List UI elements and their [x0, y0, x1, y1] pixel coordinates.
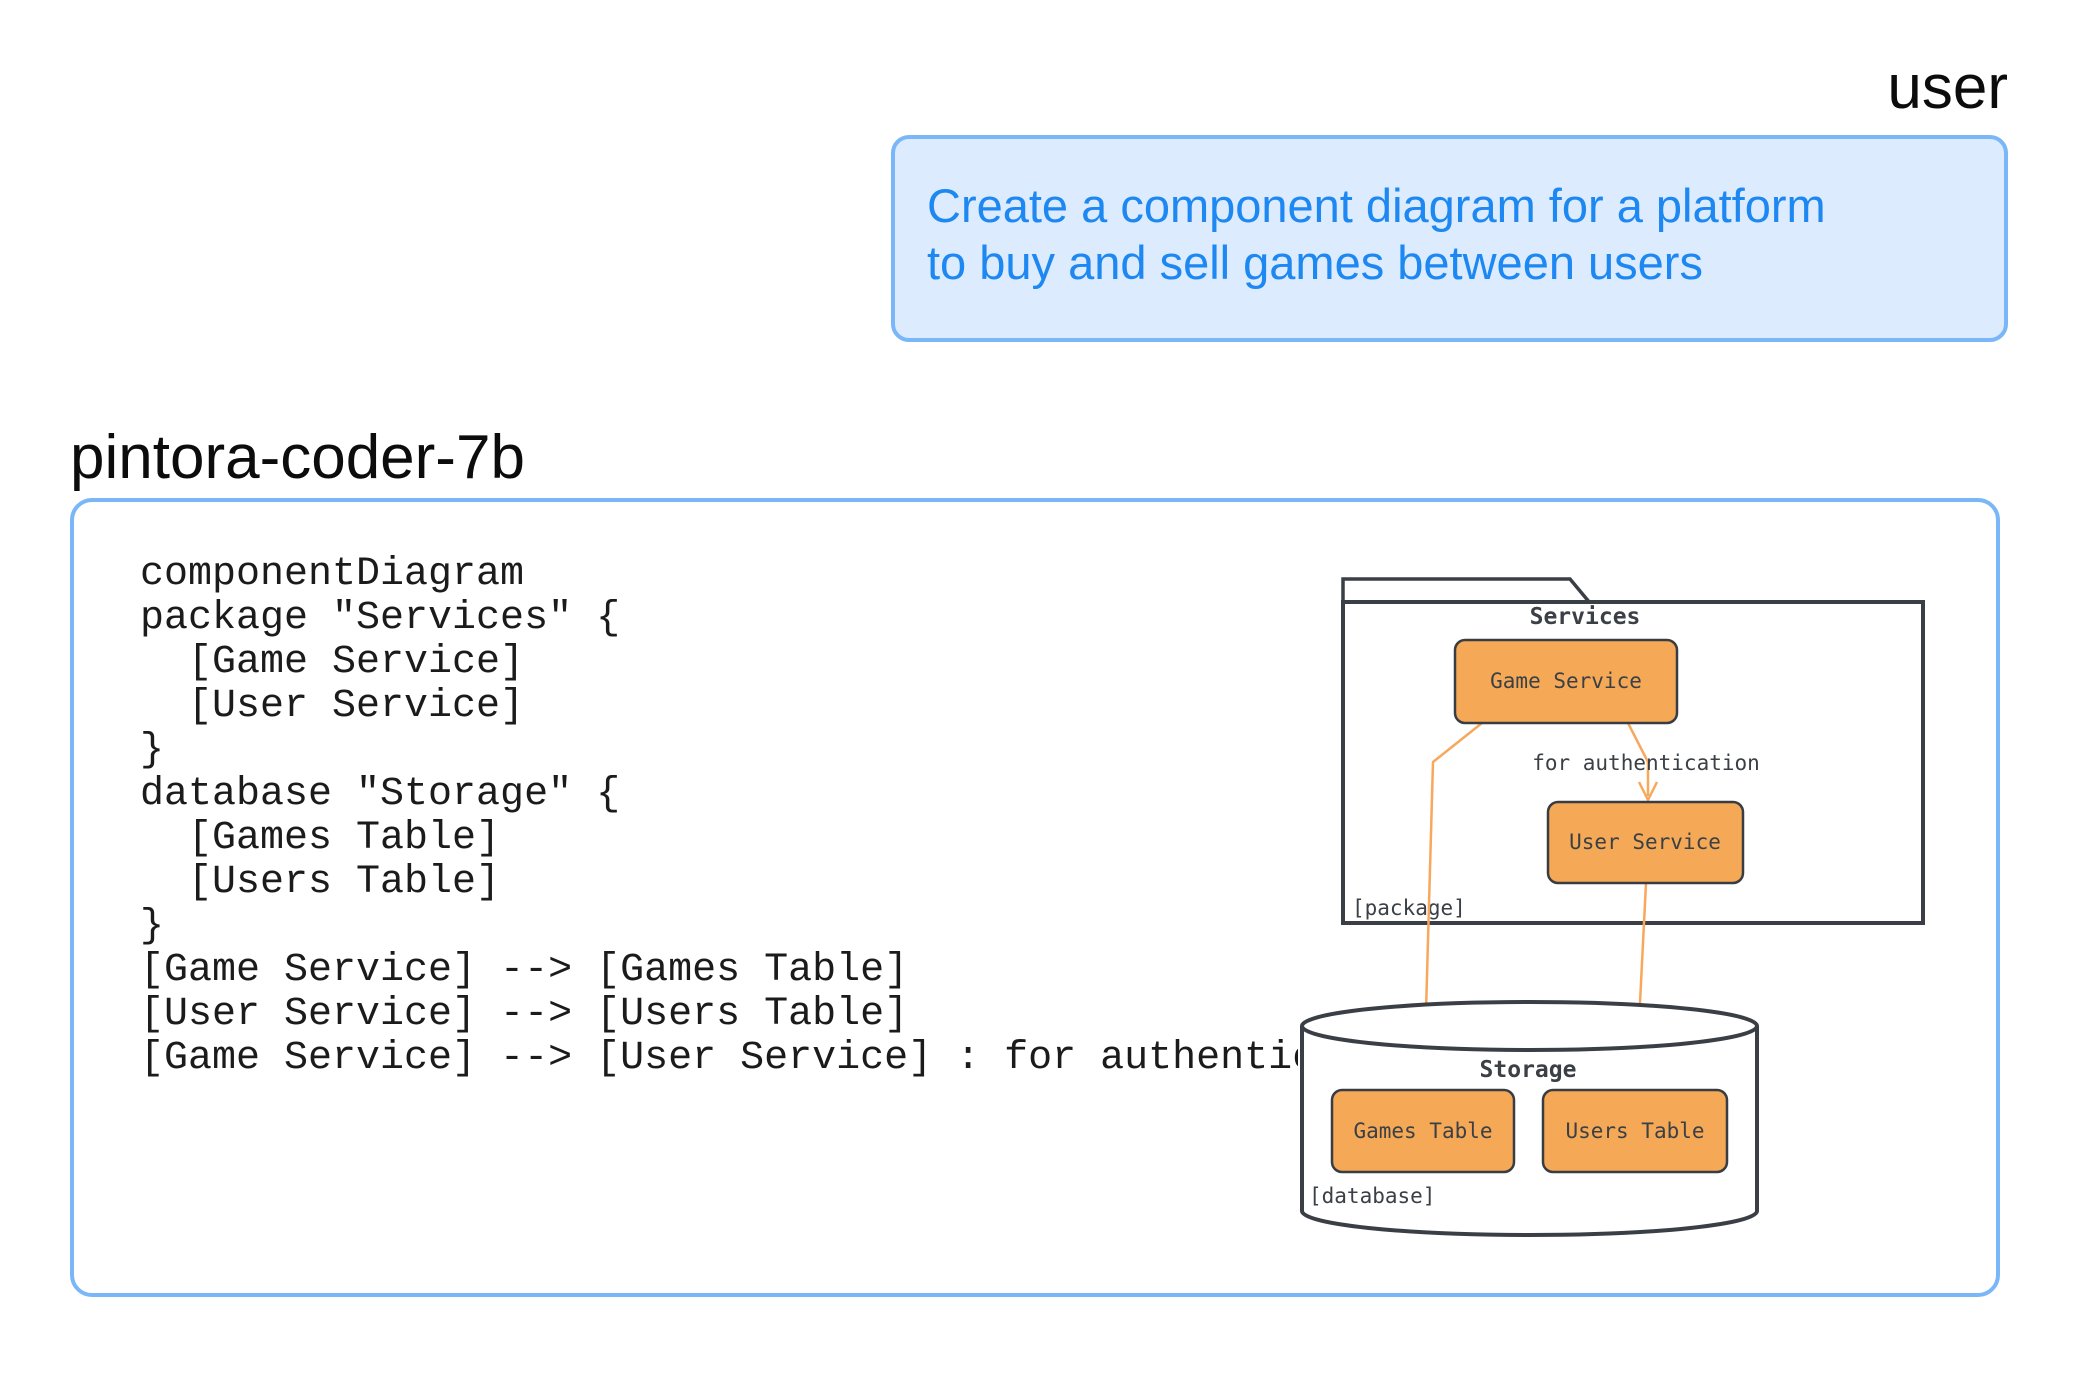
- code-line: [Games Table]: [140, 816, 501, 861]
- code-line: }: [140, 904, 165, 949]
- database-stereotype-label: [database]: [1309, 1184, 1435, 1208]
- node-users-table: Users Table: [1541, 1088, 1729, 1174]
- code-line: database "Storage" {: [140, 772, 621, 817]
- arrow-game-service-to-user-service: [1626, 722, 1650, 796]
- node-users-table-label: Users Table: [1565, 1119, 1704, 1143]
- code-line: [Game Service] --> [User Service] : for …: [140, 1036, 1437, 1081]
- model-speaker-label: pintora-coder-7b: [70, 423, 525, 492]
- code-line: [Game Service]: [140, 640, 525, 685]
- code-line: package "Services" {: [140, 596, 621, 641]
- database-storage: Storage [database]: [1300, 1000, 1759, 1237]
- storage-cylinder-top: [1300, 1000, 1759, 1052]
- code-line: [Users Table]: [140, 860, 501, 905]
- user-message-bubble: Create a component diagram for a platfor…: [891, 135, 2008, 342]
- package-stereotype-label: [package]: [1352, 896, 1466, 920]
- code-line: [User Service]: [140, 684, 525, 729]
- node-games-table-label: Games Table: [1353, 1119, 1492, 1143]
- package-tab: [1341, 577, 1594, 605]
- component-diagram: Services [package] for authentication Ga…: [1298, 520, 1958, 1280]
- user-speaker-label: user: [1887, 53, 2008, 122]
- arrowhead-user-service: [1637, 781, 1659, 803]
- node-user-service: User Service: [1546, 800, 1745, 885]
- arrow-game-service-to-games-table: [1422, 722, 1483, 1084]
- node-game-service-label: Game Service: [1490, 669, 1642, 693]
- code-line: }: [140, 728, 165, 773]
- node-game-service: Game Service: [1453, 638, 1679, 725]
- package-title: Services: [1530, 604, 1641, 630]
- code-line: [User Service] --> [Users Table]: [140, 992, 909, 1037]
- code-line: componentDiagram: [140, 552, 525, 597]
- message-line: Create a component diagram for a platfor…: [927, 179, 1826, 232]
- storage-cylinder-body: [1300, 1026, 1759, 1237]
- user-message-text: Create a component diagram for a platfor…: [895, 139, 2004, 291]
- database-title: Storage: [1480, 1057, 1577, 1083]
- node-user-service-label: User Service: [1569, 830, 1721, 854]
- message-line: to buy and sell games between users: [927, 236, 1703, 289]
- edge-label-for-authentication: for authentication: [1532, 751, 1760, 775]
- code-line: [Game Service] --> [Games Table]: [140, 948, 909, 993]
- node-games-table: Games Table: [1330, 1088, 1516, 1174]
